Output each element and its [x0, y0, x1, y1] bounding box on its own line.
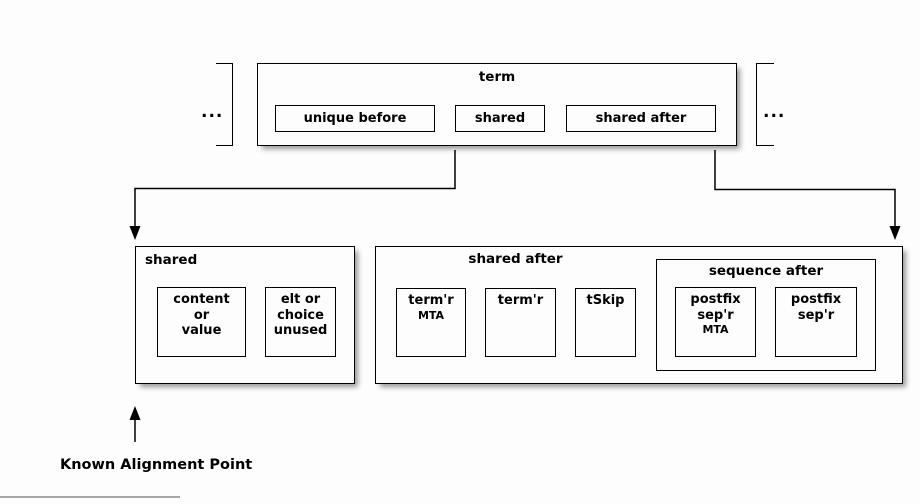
termr-box: term'r [485, 288, 556, 357]
termr-mta-box: term'r MTA [396, 288, 466, 357]
elt-or-choice-line1: elt or [280, 292, 321, 307]
arrow-down-head-left [129, 226, 141, 240]
left-truncated-box-bracket [216, 63, 233, 146]
content-or-value-box: content or value [157, 287, 246, 357]
term-box-title: term [478, 69, 516, 85]
postfix-sepr-line1: postfix [790, 292, 842, 307]
known-alignment-point-label: Known Alignment Point [60, 457, 253, 473]
termr-mta-badge: MTA [417, 308, 445, 322]
content-or-value-line3: value [181, 323, 222, 338]
shared-chip-label: shared [474, 111, 526, 126]
elt-or-choice-unused-box: elt or choice unused [265, 287, 336, 357]
shared-after-chip-box: shared after [566, 105, 716, 132]
unique-before-box: unique before [275, 105, 435, 132]
arrow-up-head [129, 406, 141, 420]
right-truncated-box-bracket [756, 63, 774, 146]
postfix-sepr-mta-line1: postfix [690, 292, 741, 307]
shared-after-box-title: shared after [468, 251, 563, 267]
arrow-term-to-shared-line [134, 150, 456, 227]
shared-after-chip-label: shared after [595, 111, 687, 126]
postfix-sepr-box: postfix sep'r [775, 287, 857, 357]
right-ellipsis: ... [763, 102, 786, 122]
arrow-down-head-right [889, 226, 901, 240]
shared-box-title: shared [145, 252, 198, 268]
unique-before-label: unique before [303, 111, 407, 126]
elt-or-choice-line2: choice [277, 307, 324, 323]
content-or-value-line1: content [173, 292, 230, 307]
elt-or-choice-line3: unused [273, 323, 328, 338]
sequence-after-box-title: sequence after [708, 263, 824, 279]
termr-mta-line1: term'r [408, 293, 454, 308]
arrow-term-to-shared-after-line [714, 150, 896, 227]
shared-chip-box: shared [455, 105, 545, 132]
tskip-box: tSkip [575, 288, 636, 357]
bottom-edge-line [0, 496, 180, 498]
postfix-sepr-line2: sep'r [797, 307, 835, 323]
postfix-sepr-mta-badge: MTA [702, 323, 729, 336]
postfix-sepr-mta-line2: sep'r [697, 307, 734, 323]
left-ellipsis: ... [201, 102, 224, 122]
postfix-sepr-mta-box: postfix sep'r MTA [675, 287, 756, 357]
content-or-value-line2: or [193, 307, 210, 323]
termr-line1: term'r [497, 293, 544, 308]
tskip-line1: tSkip [586, 293, 625, 308]
term-box [257, 63, 737, 146]
